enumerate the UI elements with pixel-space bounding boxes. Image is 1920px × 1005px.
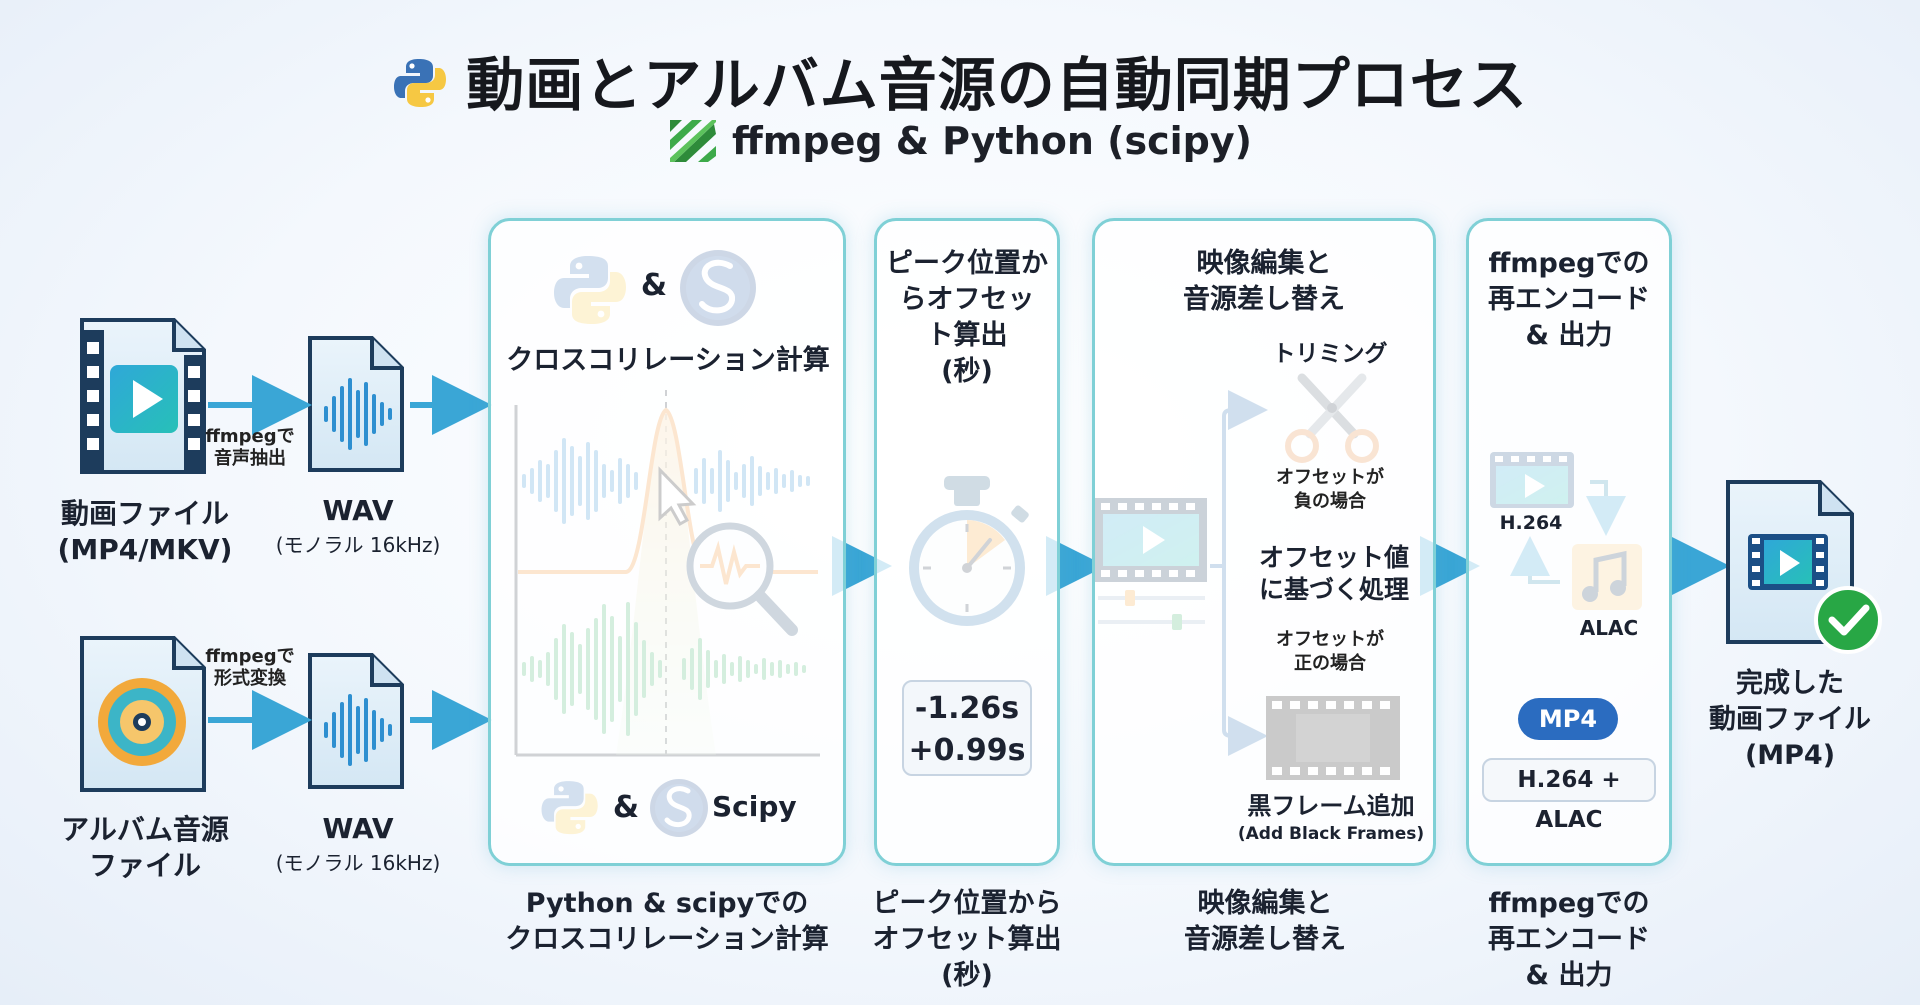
panel3-heading-line2: 音源差し替え	[1183, 284, 1345, 315]
subtitle-text: ffmpeg & Python (scipy)	[732, 119, 1252, 163]
combined-codec-box: H.264 + ALAC	[1482, 758, 1656, 833]
panel1-footer-scipy: Scipy	[712, 790, 797, 823]
panel4-caption-line2: 再エンコード	[1488, 924, 1650, 955]
video-file-label: 動画ファイル (MP4/MKV)	[40, 496, 250, 568]
panel-video-edit	[1092, 218, 1436, 866]
wav-spec-bottom: (モノラル 16kHz)	[275, 851, 441, 875]
ffmpeg-logo-icon	[670, 120, 717, 162]
audio-codec-label: ALAC	[1579, 616, 1639, 640]
panel1-heading: クロスコリレーション計算	[506, 345, 830, 376]
video-file-format: (MP4/MKV)	[57, 533, 233, 566]
positive-offset-label: オフセットが 正の場合	[1250, 628, 1410, 676]
panel2-heading-line4: (秒)	[941, 356, 993, 387]
panel3-caption: 映像編集と 音源差し替え	[1150, 886, 1380, 958]
wav-file-icon-top	[308, 336, 404, 472]
album-file-label: アルバム音源 ファイル	[40, 812, 250, 884]
album-file-name-line1: アルバム音源	[61, 813, 229, 846]
panel2-heading-line2: らオフセッ	[899, 284, 1035, 315]
negative-offset-line1: オフセットが	[1276, 467, 1384, 488]
panel4-caption-line3: & 出力	[1525, 960, 1613, 991]
panel1-caption-line2: クロスコリレーション計算	[505, 924, 829, 955]
extract-label-line2: 音声抽出	[214, 448, 286, 469]
offset-processing-line2: に基づく処理	[1258, 575, 1409, 604]
panel1-amp: &	[640, 268, 668, 303]
wav-spec-top: (モノラル 16kHz)	[275, 533, 441, 557]
panel2-caption-line1: ピーク位置から	[872, 888, 1062, 919]
black-frames-label: 黒フレーム追加 (Add Black Frames)	[1224, 792, 1438, 848]
trim-label: トリミング	[1272, 341, 1388, 367]
offset-processing-label: オフセット値 に基づく処理	[1236, 542, 1432, 606]
offset-negative-value: -1.26s	[914, 691, 1020, 726]
panel2-heading: ピーク位置か らオフセッ ト算出 (秒)	[878, 246, 1056, 390]
video-codec-label: H.264	[1499, 512, 1563, 534]
output-line3: (MP4)	[1744, 740, 1836, 771]
wav-title-bottom: WAV	[322, 812, 394, 845]
page-title: 動画とアルバム音源の自動同期プロセス	[0, 38, 1920, 125]
panel1-caption-line1: Python & scipyでの	[525, 888, 809, 919]
positive-offset-line2: 正の場合	[1294, 653, 1366, 674]
panel-cross-correlation	[488, 218, 846, 866]
output-line2: 動画ファイル	[1709, 704, 1871, 735]
album-file-icon	[80, 636, 206, 792]
python-logo-icon	[392, 55, 448, 125]
video-file-name: 動画ファイル	[60, 497, 229, 530]
panel4-heading-line2: 再エンコード	[1488, 284, 1650, 315]
black-frames-line1: 黒フレーム追加	[1247, 792, 1415, 820]
wav-label-bottom: WAV (モノラル 16kHz)	[262, 812, 454, 880]
title-text: 動画とアルバム音源の自動同期プロセス	[466, 51, 1528, 119]
mp4-container-badge: MP4	[1518, 698, 1618, 740]
panel1-caption: Python & scipyでの クロスコリレーション計算	[480, 886, 854, 958]
black-frames-line2: (Add Black Frames)	[1237, 824, 1425, 844]
panel2-caption-line3: (秒)	[941, 960, 993, 991]
extract-label-line1: ffmpegで	[205, 426, 295, 447]
panel2-heading-line3: ト算出	[926, 320, 1008, 351]
negative-offset-label: オフセットが 負の場合	[1250, 466, 1410, 514]
panel1-footer-amp: &	[612, 790, 640, 825]
wav-label-top: WAV (モノラル 16kHz)	[262, 494, 454, 562]
panel2-caption-line2: オフセット算出	[872, 924, 1062, 955]
output-file-icon	[1726, 480, 1882, 654]
panel4-caption: ffmpegでの 再エンコード & 出力	[1460, 886, 1678, 994]
extract-audio-label: ffmpegで 音声抽出	[200, 426, 300, 470]
convert-label-line1: ffmpegで	[205, 646, 295, 667]
convert-label-line2: 形式変換	[214, 668, 286, 689]
panel2-caption: ピーク位置から オフセット算出 (秒)	[860, 886, 1074, 994]
offset-positive-value: +0.99s	[908, 733, 1026, 768]
offset-processing-line1: オフセット値	[1258, 543, 1409, 572]
panel4-heading: ffmpegでの 再エンコード & 出力	[1470, 246, 1668, 354]
panel3-caption-line2: 音源差し替え	[1184, 924, 1346, 955]
positive-offset-line1: オフセットが	[1276, 629, 1384, 650]
output-file-label: 完成した 動画ファイル (MP4)	[1690, 666, 1890, 774]
offset-values-box: -1.26s +0.99s	[902, 680, 1032, 776]
album-file-name-line2: ファイル	[88, 849, 201, 882]
panel4-heading-line3: & 出力	[1525, 320, 1613, 351]
wav-title-top: WAV	[322, 494, 394, 527]
panel4-caption-line1: ffmpegでの	[1488, 888, 1650, 919]
output-line1: 完成した	[1736, 668, 1844, 699]
panel3-heading: 映像編集と 音源差し替え	[1100, 246, 1428, 318]
panel2-heading-line1: ピーク位置か	[886, 248, 1048, 279]
video-file-icon	[80, 318, 206, 474]
flow-arrows	[208, 375, 1730, 750]
wav-file-icon-bottom	[308, 653, 404, 789]
convert-format-label: ffmpegで 形式変換	[200, 646, 300, 690]
subtitle: ffmpeg & Python (scipy)	[0, 118, 1920, 164]
panel3-caption-line1: 映像編集と	[1197, 888, 1333, 919]
negative-offset-line2: 負の場合	[1294, 491, 1366, 512]
panel4-heading-line1: ffmpegでの	[1488, 248, 1650, 279]
panel3-heading-line1: 映像編集と	[1196, 248, 1332, 279]
